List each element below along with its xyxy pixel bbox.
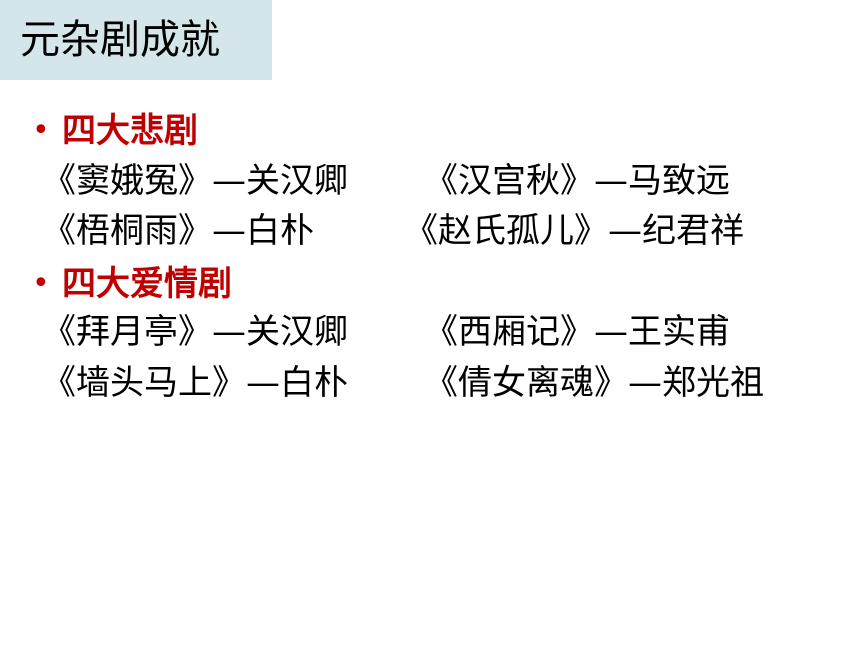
bullet-icon: •	[32, 266, 50, 301]
section-heading-romances: • 四大爱情剧	[32, 260, 232, 308]
section-title: 四大悲剧	[62, 111, 198, 151]
work-item: 《墙头马上》—白朴	[42, 363, 348, 403]
section-title: 四大爱情剧	[62, 264, 232, 304]
title-banner: 元杂剧成就	[0, 0, 272, 80]
work-item: 《西厢记》—王实甫	[424, 312, 730, 352]
slide-title: 元杂剧成就	[20, 17, 220, 63]
work-item: 《赵氏孤儿》—纪君祥	[404, 211, 744, 251]
work-item: 《窦娥冤》—关汉卿	[42, 161, 348, 201]
work-item: 《倩女离魂》—郑光祖	[424, 363, 764, 403]
section-heading-tragedies: • 四大悲剧	[32, 107, 198, 155]
bullet-icon: •	[32, 113, 50, 148]
work-item: 《梧桐雨》—白朴	[42, 211, 314, 251]
work-item: 《拜月亭》—关汉卿	[42, 312, 348, 352]
work-item: 《汉宫秋》—马致远	[424, 161, 730, 201]
